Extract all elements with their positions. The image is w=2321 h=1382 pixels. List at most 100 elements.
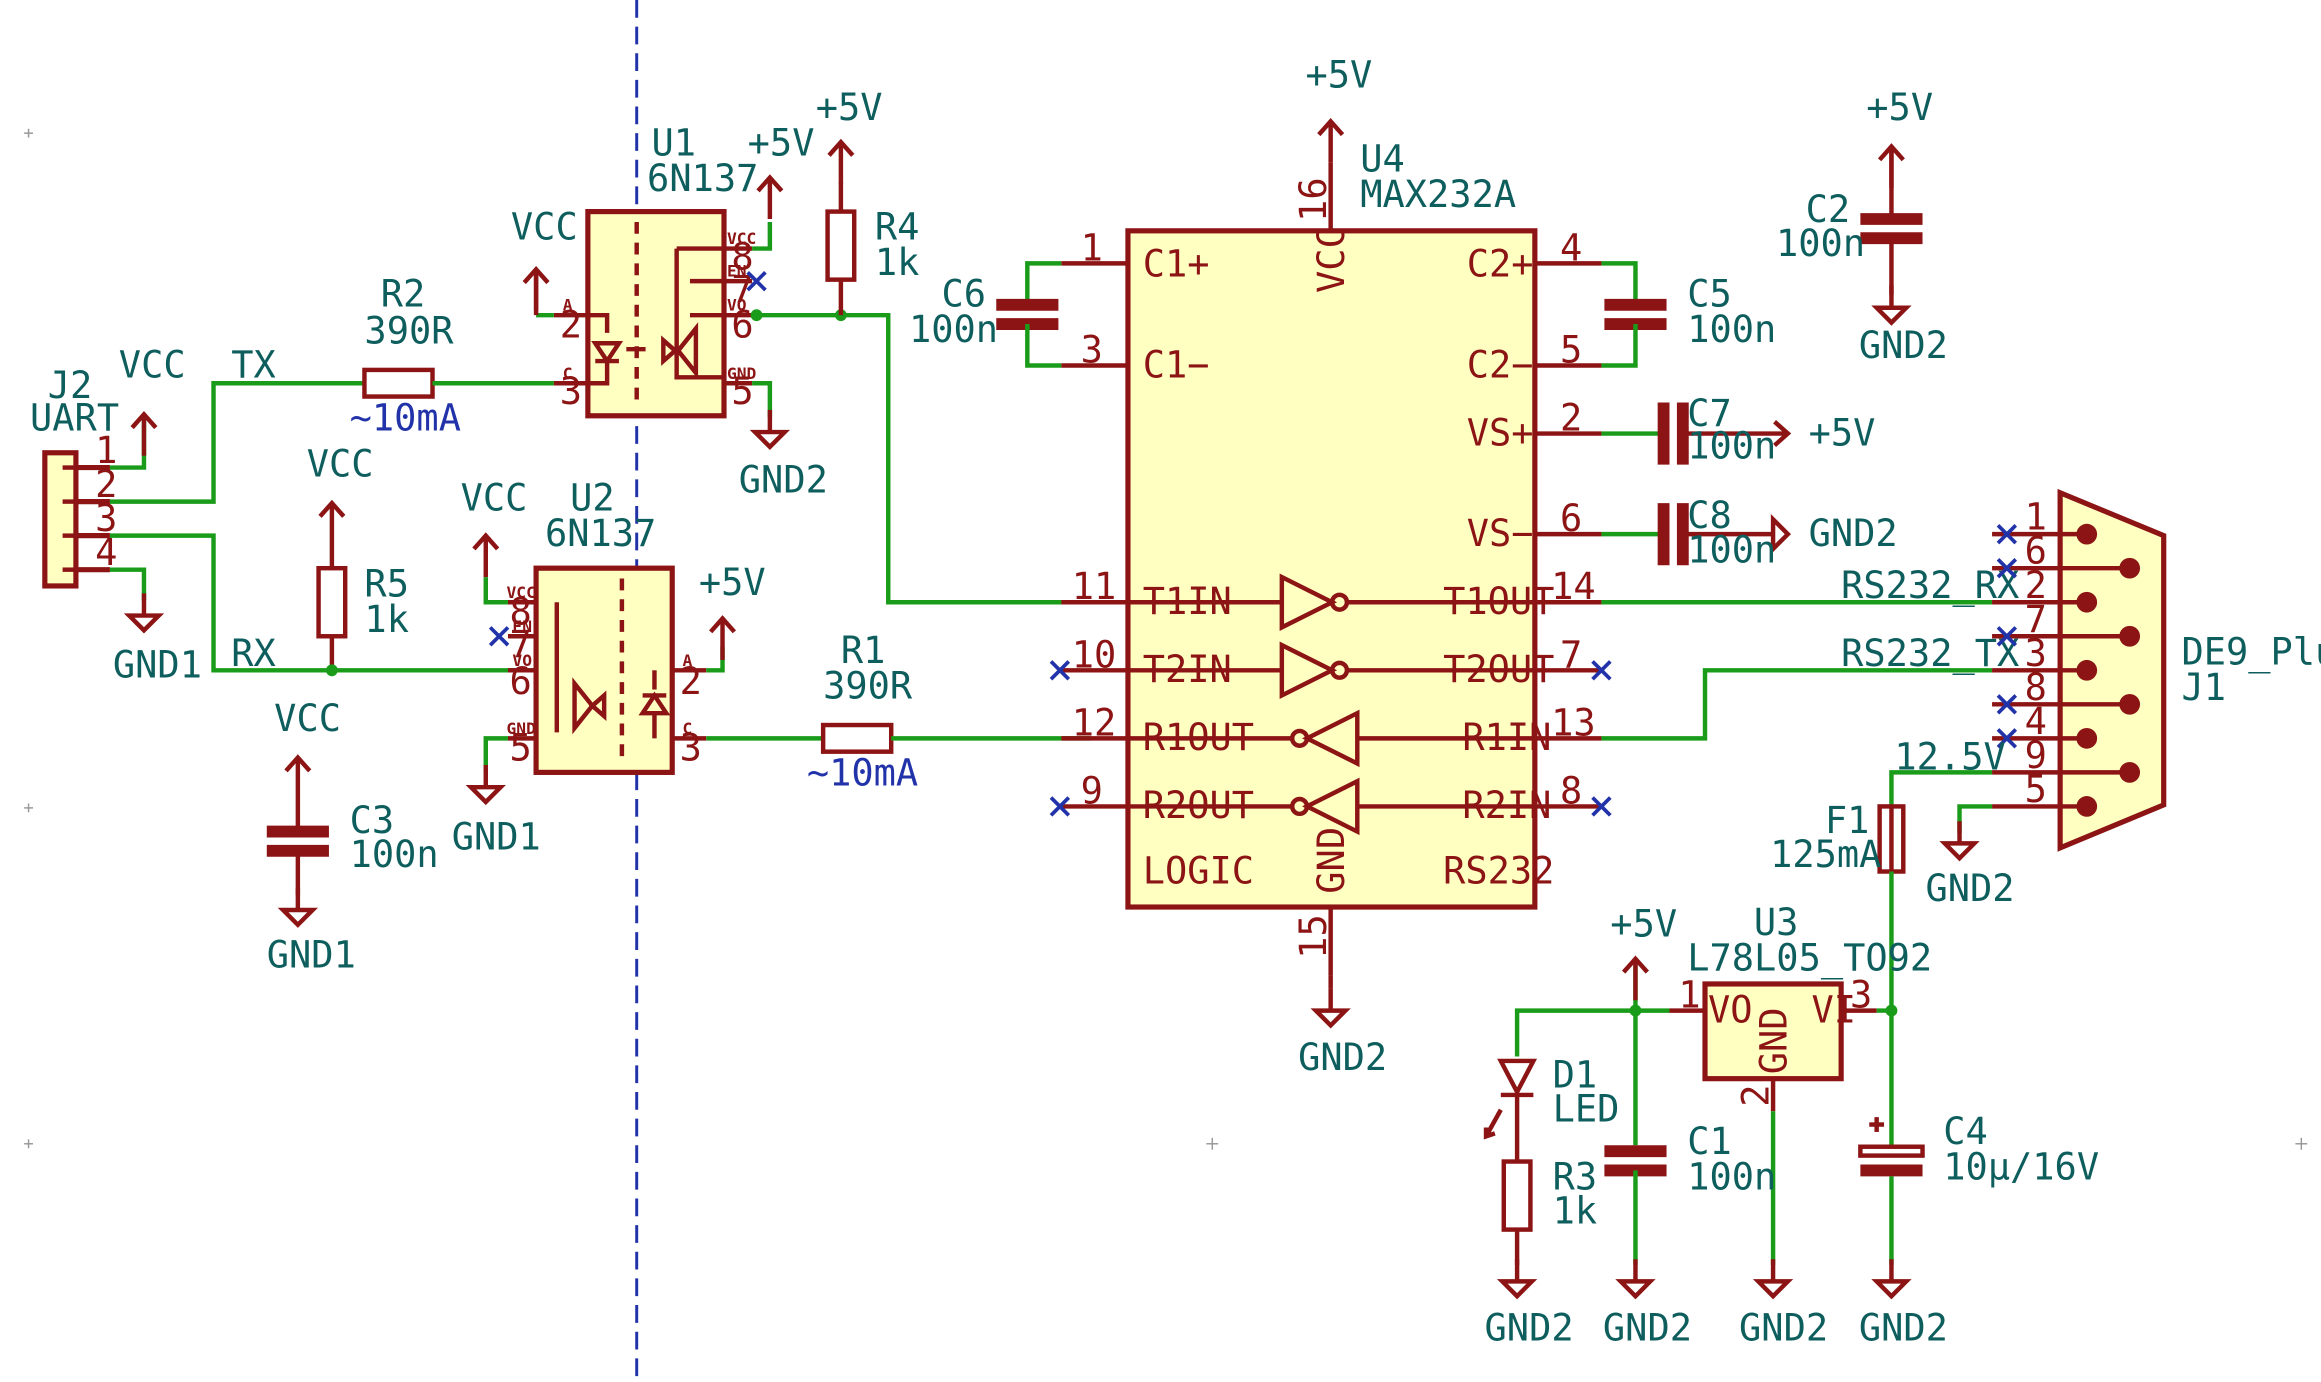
p5v-label-u4: +5V [1306,53,1373,96]
optocoupler-u2[interactable]: VCC EN VO GND A C 8 7 6 5 2 3 U2 6N137 [506,476,707,775]
gnd2-label-c8: GND2 [1809,512,1898,555]
u4-gnd-pin-name: GND [1310,827,1353,894]
resistor-r5[interactable]: R5 1k [316,544,409,671]
c8-ref: C8 [1687,494,1732,537]
capacitor-c7[interactable]: C7 100n [1601,392,1792,468]
u2-pin-8: 8 [509,590,531,633]
svg-text:C: C [683,719,693,738]
u4-pin-num-1: 1 [1081,226,1103,269]
resistor-r4[interactable]: R4 1k [825,181,920,316]
u2-pin-7: 7 [509,623,531,666]
optocoupler-u1[interactable]: A C VCC EN VO GND 2 3 8 7 6 5 U1 6N137 [553,121,759,419]
gnd1-label-c3: GND1 [267,934,356,977]
u3-pin-name-gnd: GND [1752,1007,1795,1074]
j1-pin-3: 3 [2025,632,2047,675]
u4-pin-num-14: 14 [1551,565,1596,608]
u1-value: 6N137 [647,157,758,200]
u2-pin-3: 3 [680,727,702,770]
u4-pin-num-6: 6 [1560,497,1582,540]
resistor-r1[interactable]: R1 390R ~10mA [807,629,918,795]
svg-text:A: A [683,651,693,670]
u2-pin-2: 2 [680,660,702,703]
vcc-label-j2: VCC [119,343,186,386]
u2-ref: U2 [570,476,615,519]
u4-pin-num-5: 5 [1560,329,1582,372]
j1-pin-2: 2 [2025,564,2047,607]
u4-value: MAX232A [1360,173,1516,216]
svg-text:EN: EN [512,617,532,636]
u1-pin-8: 8 [731,235,753,278]
j1-pin-6: 6 [2025,530,2047,573]
u1-ref: U1 [651,121,696,164]
resistor-r3[interactable]: R3 1k [1501,1156,1598,1266]
connector-j2[interactable]: J2 UART 1 2 3 4 [30,364,119,589]
u4-pin-num-3: 3 [1081,329,1103,372]
gnd2-label-u1: GND2 [739,459,828,502]
gnd2-label-c4: GND2 [1859,1307,1948,1350]
svg-text:A: A [563,296,573,315]
connector-j1-de9[interactable]: 1 6 2 7 3 8 4 9 5 DE9_Plug J1 [1992,488,2321,852]
capacitor-c2[interactable]: C2 100n [1776,146,1923,295]
c1-value: 100n [1687,1156,1776,1199]
ic-u4-max232a[interactable]: C1+ C1− T1IN T2IN R1OUT R2OUT 1 3 11 10 … [1061,138,1602,976]
svg-text:VO: VO [512,651,532,670]
u1-pin-3: 3 [560,370,582,413]
u4-rs232-label: RS232 [1443,849,1554,892]
j1-pin-7: 7 [2025,598,2047,641]
j1-pin-9: 9 [2025,734,2047,777]
r4-value: 1k [875,241,920,284]
led-d1[interactable]: D1 LED [1483,1054,1620,1162]
u1-pin-2: 2 [560,303,582,346]
p5v-label-c2: +5V [1866,86,1933,129]
capacitor-c8[interactable]: C8 100n [1601,494,1792,571]
svg-text:GND: GND [727,364,757,383]
u2-pin-5: 5 [509,727,531,770]
u4-pin-num-16: 16 [1292,177,1335,222]
d1-value: LED [1553,1088,1620,1131]
u2-pin-6: 6 [509,660,531,703]
fuse-f1[interactable]: F1 125mA [1770,799,1906,876]
u3-ref: U3 [1754,901,1799,944]
u4-logic-label: LOGIC [1143,849,1254,892]
u4-pin-num-13: 13 [1551,701,1596,744]
j1-pin-1: 1 [2025,496,2047,539]
capacitor-c5[interactable]: C5 100n [1601,261,1776,368]
c7-value: 100n [1687,425,1776,468]
c3-ref: C3 [350,799,395,842]
u4-pin-name-t1in: T1IN [1143,580,1232,623]
u4-pin-name-vsp: VS+ [1467,411,1534,454]
gnd2-label-r3: GND2 [1485,1307,1574,1350]
r2-value: 390R [364,309,454,352]
c8-value: 100n [1687,528,1776,571]
p5v-label-u1: +5V [748,121,815,164]
net-rs232-tx-label: RS232_TX [1841,632,2019,676]
u3-pin-name-vi: VI [1812,988,1857,1031]
u1-pin-7: 7 [731,268,753,311]
r1-value: 390R [823,664,913,707]
svg-text:VCC: VCC [506,583,535,602]
net-rx-label: RX [231,632,276,675]
capacitor-c6[interactable]: C6 100n [909,261,1062,368]
capacitor-c1[interactable]: C1 100n [1604,1120,1776,1266]
u1-pin-6: 6 [731,303,753,346]
resistor-r2[interactable]: R2 390R ~10mA [299,272,461,440]
p5v-label-u2: +5V [699,561,766,604]
vcc-label-r5: VCC [307,442,374,485]
j1-value: DE9_Plug [2181,630,2321,674]
svg-text:GND: GND [506,719,536,738]
j1-pin-4: 4 [2025,700,2047,743]
regulator-u3[interactable]: VO VI GND 1 3 2 U3 L78L05_TO92 [1669,901,1933,1112]
u3-pin-3: 3 [1850,974,1872,1017]
f1-ref: F1 [1825,799,1870,842]
capacitor-c4[interactable]: C4 10µ/16V [1858,1010,2099,1266]
r3-ref: R3 [1553,1156,1598,1199]
u2-value: 6N137 [545,512,656,555]
capacitor-c3[interactable]: C3 100n [266,758,439,925]
gnd2-label-c2: GND2 [1859,324,1948,367]
u4-pin-num-2: 2 [1560,397,1582,440]
gnd2-label-u4: GND2 [1298,1036,1387,1079]
u4-pin-num-12: 12 [1072,701,1117,744]
r3-value: 1k [1553,1190,1598,1233]
j2-pin-3: 3 [95,497,117,540]
